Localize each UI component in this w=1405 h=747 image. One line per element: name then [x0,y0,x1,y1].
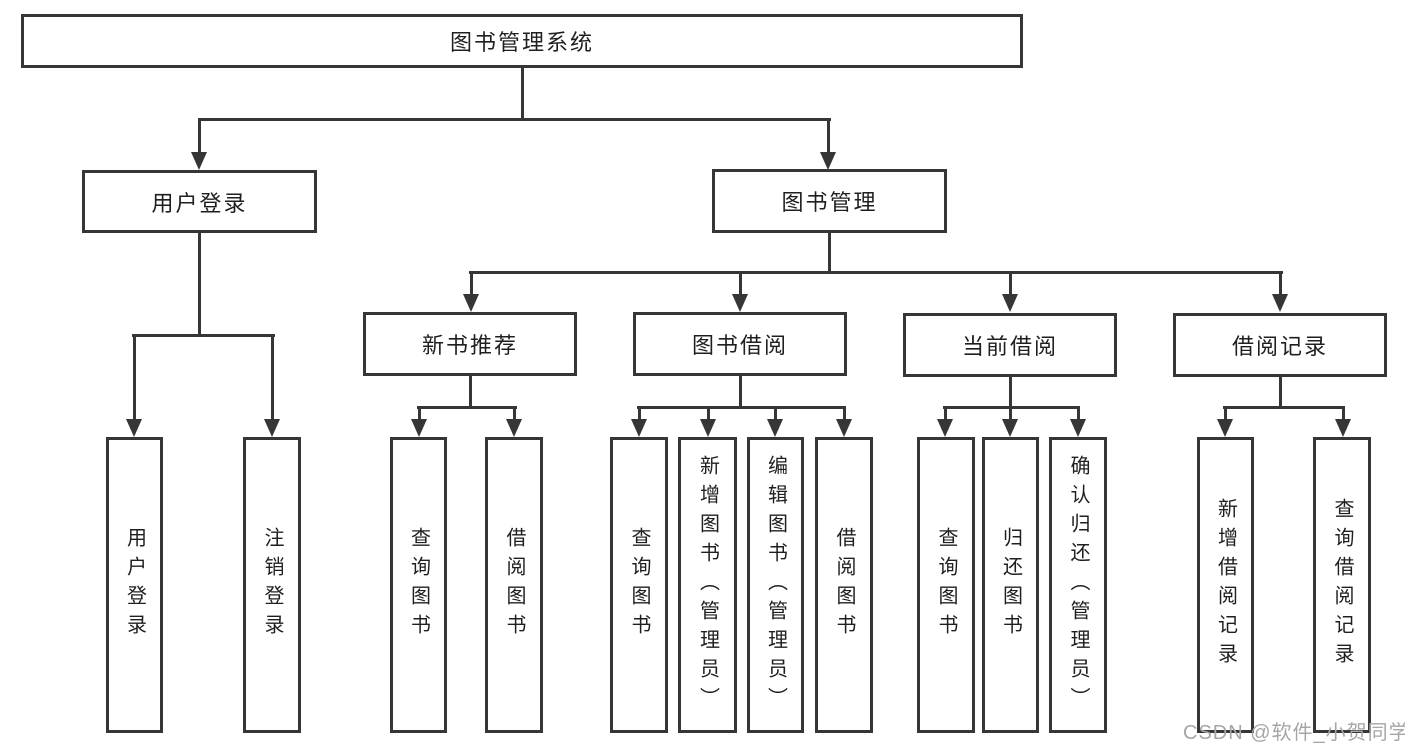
leaf-borrow-books-borrowing: 借阅图书 [815,437,873,733]
connector-line [707,406,710,424]
leaf-edit-books-admin: 编辑图书（管理员） [747,437,804,733]
connector-line [1009,406,1012,424]
node-library-management-system: 图书管理系统 [21,14,1023,68]
leaf-query-books-recommend: 查询图书 [390,437,447,733]
connector-line [828,231,831,274]
node-label: 图书借阅 [691,333,788,358]
connector-line [469,374,472,409]
node-user-login: 用户登录 [82,170,317,233]
arrow-down-icon [1335,419,1351,437]
arrow-down-icon [1002,294,1018,312]
connector-line [470,271,473,299]
arrow-down-icon [191,152,207,170]
leaf-label: 查询借阅记录 [1331,498,1353,672]
leaf-label: 查询图书 [935,527,957,643]
connector-line [843,406,846,424]
connector-line [513,406,516,424]
arrow-down-icon [631,419,647,437]
connector-line [739,374,742,409]
connector-line [271,334,274,424]
leaf-label: 查询图书 [407,527,430,643]
connector-line [469,271,1283,274]
arrow-down-icon [264,419,280,437]
leaf-label: 借阅图书 [503,527,525,643]
connector-line [774,406,777,424]
arrow-down-icon [411,419,427,437]
leaf-label: 借阅图书 [833,527,855,643]
arrow-down-icon [732,294,748,312]
connector-line [1009,375,1012,409]
node-new-book-recommendation: 新书推荐 [363,312,577,376]
connector-line [1279,271,1282,299]
connector-line [1279,375,1282,409]
leaf-label: 用户登录 [123,527,146,643]
node-current-borrowing: 当前借阅 [903,313,1117,377]
leaf-label: 归还图书 [999,527,1022,643]
leaf-query-books-current: 查询图书 [917,437,975,733]
node-label: 图书管理系统 [449,30,594,55]
connector-line [198,118,831,121]
connector-line [198,118,201,156]
connector-line [1077,406,1080,424]
node-book-borrowing: 图书借阅 [633,312,847,376]
node-label: 借阅记录 [1231,334,1328,359]
connector-line [198,231,201,337]
arrow-down-icon [126,419,142,437]
leaf-add-books-admin: 新增图书（管理员） [678,437,737,733]
connector-line [418,406,421,424]
leaf-borrow-books-recommend: 借阅图书 [485,437,543,733]
node-label: 用户登录 [151,190,248,216]
leaf-return-books: 归还图书 [982,437,1039,733]
node-label: 新书推荐 [421,333,518,358]
arrow-down-icon [1002,419,1018,437]
arrow-down-icon [820,152,836,170]
leaf-label: 查询图书 [628,527,650,643]
connector-line [944,406,947,424]
arrow-down-icon [700,419,716,437]
leaf-label: 注销登录 [261,527,283,643]
arrow-down-icon [506,419,522,437]
leaf-query-books-borrowing: 查询图书 [610,437,668,733]
connector-line [132,334,275,337]
connector-line [1342,406,1345,424]
leaf-query-borrow-record: 查询借阅记录 [1313,437,1371,733]
leaf-label: 新增图书（管理员） [696,454,719,716]
node-borrowing-records: 借阅记录 [1173,313,1387,377]
arrow-down-icon [1070,419,1086,437]
connector-line [521,66,524,120]
connector-line [739,271,742,299]
arrow-down-icon [463,294,479,312]
leaf-label: 新增借阅记录 [1214,498,1237,672]
arrow-down-icon [767,419,783,437]
watermark: CSDN @软件_小贺同学 [1183,722,1405,744]
arrow-down-icon [836,419,852,437]
leaf-user-login: 用户登录 [106,437,163,733]
node-label: 当前借阅 [961,334,1058,359]
connector-line [638,406,641,424]
arrow-down-icon [1272,294,1288,312]
arrow-down-icon [937,419,953,437]
leaf-label: 确认归还（管理员） [1067,454,1089,716]
node-book-management: 图书管理 [712,169,947,233]
leaf-label: 编辑图书（管理员） [764,454,787,716]
connector-line [637,406,846,409]
connector-line [1224,406,1227,424]
connector-line [133,334,136,424]
node-label: 图书管理 [781,190,878,215]
leaf-add-borrow-record: 新增借阅记录 [1197,437,1254,733]
connector-line [827,118,830,156]
connector-line [1009,271,1012,299]
arrow-down-icon [1217,419,1233,437]
leaf-confirm-return-admin: 确认归还（管理员） [1049,437,1107,733]
connector-line [1223,406,1345,409]
connector-line [417,406,517,409]
leaf-logout: 注销登录 [243,437,301,733]
